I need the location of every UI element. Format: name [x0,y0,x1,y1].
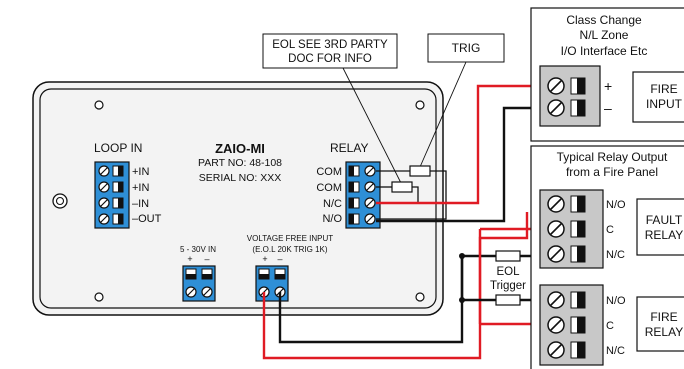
serial-number: SERIAL NO: XXX [199,172,281,184]
loop-pin-label: +IN [132,166,149,178]
wire-junction [459,297,465,303]
class-change-title: N/L Zone [580,28,629,42]
fault-relay-label: FAULT [646,213,683,227]
relay-pin-label: COM [316,182,342,194]
fire-input-minus: – [604,100,612,116]
fire-input-box-label: INPUT [646,97,683,111]
fault-pin-label: N/O [606,199,626,211]
wire-black-fire-input [376,106,548,223]
fire-pin-label: N/C [606,345,625,357]
wire-junction [459,253,465,259]
loop-in-title: LOOP IN [94,141,142,155]
eol-trigger-label: Trigger [490,280,526,292]
fire-pin-label: C [606,320,614,332]
fault-pin-label: N/C [606,249,625,261]
supply-label: 5 - 30V IN [180,245,216,254]
eol-trigger-resistor [490,250,521,262]
mounting-hole [415,100,425,110]
fire-input-plus: + [604,78,612,94]
mounting-hole [94,100,104,110]
mounting-hole [415,292,425,302]
loop-pin-label: –IN [132,198,149,210]
vfi-sublabel: (E.O.L 20K TRIG 1K) [252,245,327,254]
relay-title: RELAY [330,141,368,155]
class-change-panel: Class Change N/L Zone I/O Interface Etc … [530,7,684,142]
fire-input-box-label: FIRE [650,82,677,96]
loop-pin-label: –OUT [132,213,162,225]
vfi-label: VOLTAGE FREE INPUT [247,234,333,243]
part-number: PART NO: 48-108 [198,157,282,169]
loop-pin-label: +IN [132,182,149,194]
fault-relay-label: RELAY [645,228,683,242]
relay-panel-title: from a Fire Panel [566,165,658,179]
fire-pin-label: N/O [606,295,626,307]
eol-callout-line2: DOC FOR INFO [288,53,372,65]
relay-terminal-block [345,161,381,229]
vfi-minus: – [277,254,282,264]
trig-callout-label: TRIG [452,41,481,55]
vfi-plus: + [262,254,267,264]
supply-terminal-block [182,265,216,302]
eol-callout-line1: EOL SEE 3RD PARTY [272,39,388,51]
relay-pin-label: N/O [322,213,342,225]
class-change-title: Class Change [566,13,642,27]
relay-pin-label: COM [316,166,342,178]
supply-minus: – [204,254,209,264]
eol-trigger-label: EOL [496,266,520,278]
relay-pin-label: N/C [323,198,342,210]
trig-callout: TRIG [427,33,505,63]
supply-plus: + [187,254,192,264]
fault-pin-label: C [606,224,614,236]
relay-output-panel: Typical Relay Output from a Fire Panel N… [530,145,684,369]
fire-relay-label: FIRE [650,310,677,324]
trig-resistor [376,165,447,220]
module-name: ZAIO-MI [215,141,265,156]
vfi-terminal-block [255,265,289,302]
module-enclosure [32,81,444,316]
loop-in-terminal-block [94,161,130,229]
wire-red-fire-input [376,84,548,205]
fire-relay-label: RELAY [645,325,683,339]
relay-panel-title: Typical Relay Output [557,150,668,164]
eol-trigger-resistor [495,294,521,306]
eol-callout: EOL SEE 3RD PARTY DOC FOR INFO [262,33,398,69]
class-change-title: I/O Interface Etc [561,44,648,58]
mounting-hole [94,292,104,302]
